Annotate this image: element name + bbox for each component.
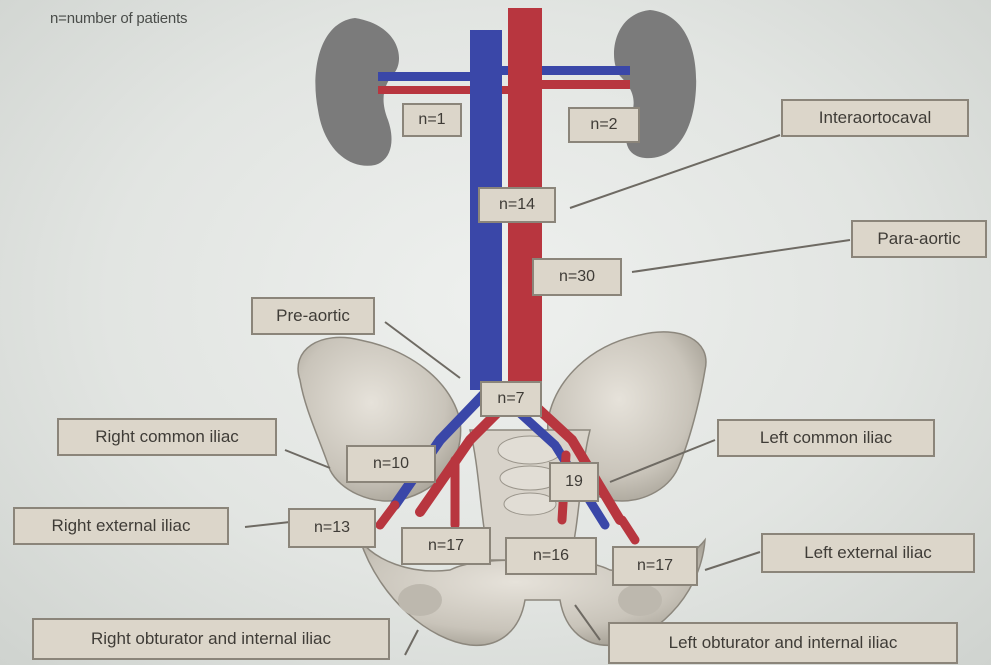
legend-note: n=number of patients	[50, 10, 187, 27]
label-left-common-iliac: Left common iliac	[717, 419, 935, 457]
count-interaortocaval: n=14	[478, 187, 556, 223]
count-left-common-iliac: 19	[549, 462, 599, 502]
pelvis-bone	[298, 332, 706, 645]
label-left-external-iliac: Left external iliac	[761, 533, 975, 573]
label-right-external-iliac: Right external iliac	[13, 507, 229, 545]
count-right-external-iliac: n=13	[288, 508, 376, 548]
right-renal-vein	[378, 72, 476, 81]
count-right-renal: n=1	[402, 103, 462, 137]
count-left-external-iliac: n=17	[612, 546, 698, 586]
label-para-aortic: Para-aortic	[851, 220, 987, 258]
count-pre-aortic: n=7	[480, 381, 542, 417]
label-left-obturator-internal-iliac: Left obturator and internal iliac	[608, 622, 958, 664]
count-left-obturator-internal-iliac: n=16	[505, 537, 597, 575]
count-left-renal: n=2	[568, 107, 640, 143]
count-right-obturator-internal-iliac: n=17	[401, 527, 491, 565]
label-right-common-iliac: Right common iliac	[57, 418, 277, 456]
count-para-aortic: n=30	[532, 258, 622, 296]
label-interaortocaval: Interaortocaval	[781, 99, 969, 137]
count-right-common-iliac: n=10	[346, 445, 436, 483]
label-pre-aortic: Pre-aortic	[251, 297, 375, 335]
label-right-obturator-internal-iliac: Right obturator and internal iliac	[32, 618, 390, 660]
